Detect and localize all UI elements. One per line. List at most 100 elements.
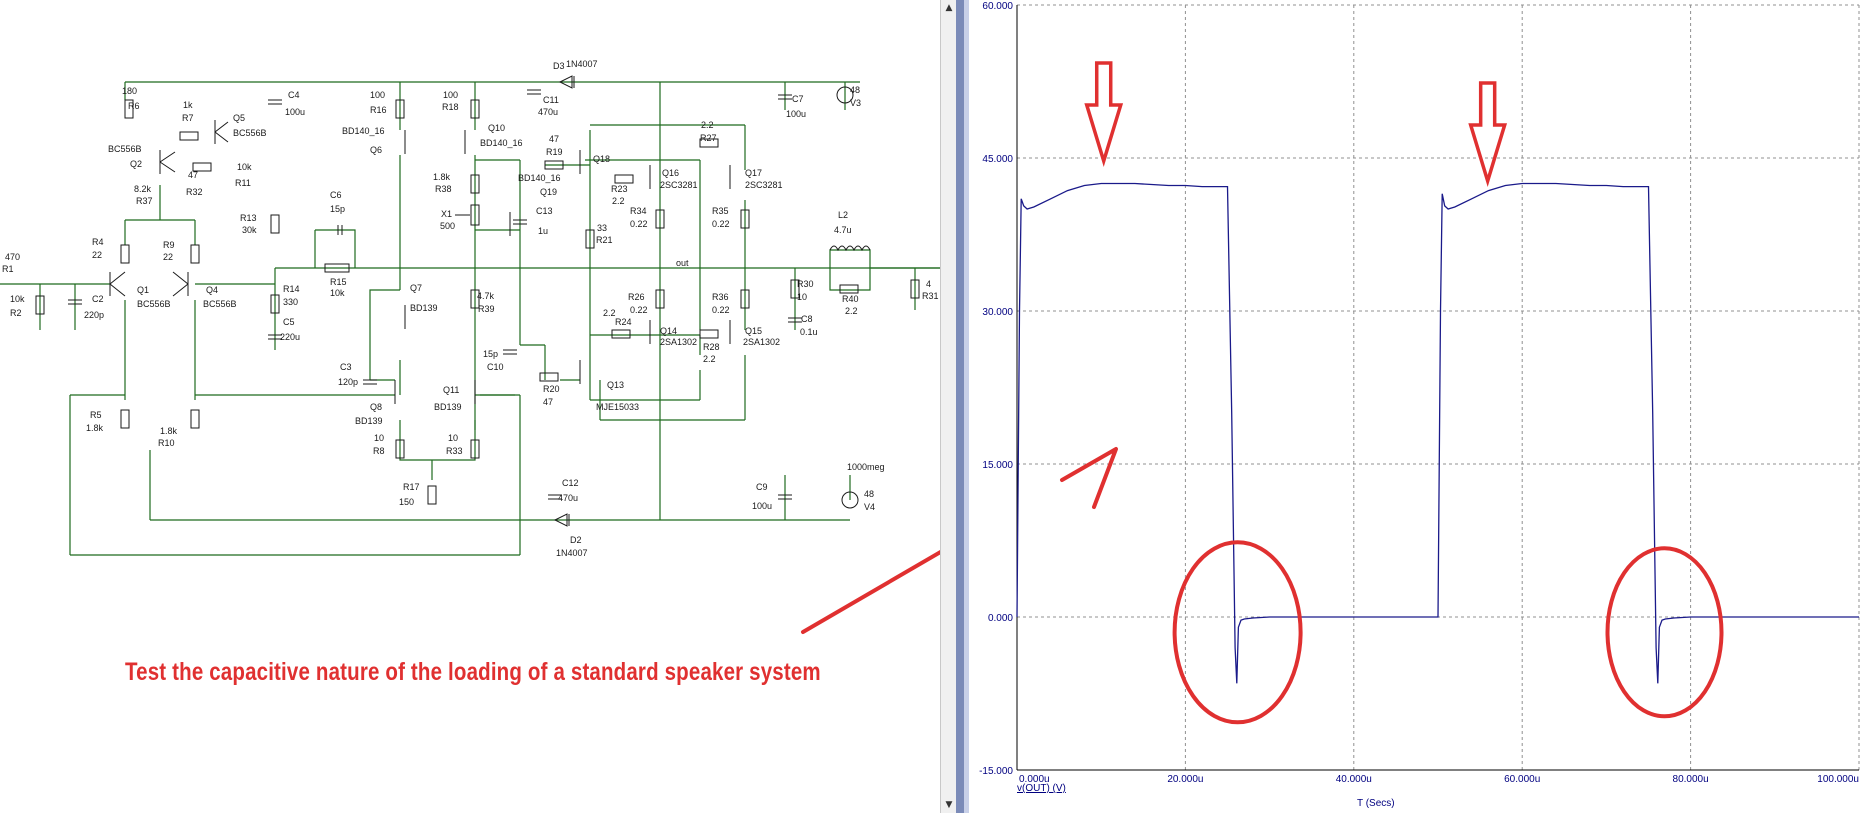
label-V4-val: 48 [864,489,874,499]
label-C3: C3 [340,362,352,372]
y-tick-label: 0.000 [988,613,1013,624]
label-R4: R4 [92,237,104,247]
label-R34: R34 [630,206,647,216]
label-Q16: Q16 [662,168,679,178]
x-tick-label: 100.000u [1817,774,1859,785]
label-out: out [676,258,689,268]
label-V4: V4 [864,502,875,512]
label-Q2-type: BC556B [108,144,142,154]
amplifier-schematic: 470 R1 10k R2 C2 220p R4 22 Q1 BC556B R9… [0,59,940,634]
label-R8-val: 10 [374,433,384,443]
label-Q8-type: BD139 [355,416,383,426]
label-R36: R36 [712,292,729,302]
label-R14: R14 [283,284,300,294]
annotation-arrow [801,550,940,634]
label-R6-val: 180 [122,86,137,96]
trace-label[interactable]: v(OUT) (V) [1017,783,1066,794]
label-R26-val: 0.22 [630,305,648,315]
plot-grid [1017,4,1860,770]
label-R2: R2 [10,308,22,318]
label-R24-val: 2.2 [603,308,616,318]
label-C5-val: 220u [280,332,300,342]
label-C12-val: 470u [558,493,578,503]
label-V4-src: 1000meg [847,462,885,472]
label-R37-val: 8.2k [134,184,152,194]
label-C6-val: 15p [330,204,345,214]
label-R28: R28 [703,342,720,352]
label-R2-val: 10k [10,294,25,304]
label-Q7: Q7 [410,283,422,293]
label-L2-val: 4.7u [834,225,852,235]
highlight-circle-2 [1605,546,1724,719]
label-R24: R24 [615,317,632,327]
label-C4: C4 [288,90,300,100]
label-R10-val: 1.8k [160,426,178,436]
label-C7: C7 [792,94,804,104]
label-Q6: Q6 [370,145,382,155]
label-Q18: Q18 [593,154,610,164]
label-Q11: Q11 [443,385,459,395]
label-R30-val: 10 [797,292,807,302]
label-R20-val: 47 [543,397,553,407]
label-R5-val: 1.8k [86,423,104,433]
plot-axes [1016,5,1859,771]
label-R15: R15 [330,277,347,287]
label-C6: C6 [330,190,342,200]
label-Q1-type: BC556B [137,299,171,309]
x-tick-label: 40.000u [1336,774,1372,785]
label-R20: R20 [543,384,560,394]
label-D3-type: 1N4007 [566,59,598,69]
label-R10: R10 [158,438,175,448]
label-R21-val: 33 [597,223,607,233]
label-R1-name: R1 [2,264,14,274]
label-R35: R35 [712,206,729,216]
plot-annotations [1060,61,1724,725]
label-C7-val: 100u [786,109,806,119]
label-R27: R27 [700,133,717,143]
label-C2-val: 220p [84,310,104,320]
label-Q15-type: 2SA1302 [743,337,780,347]
label-R4-val: 22 [92,250,102,260]
label-Q10-type: BD140_16 [480,138,523,148]
label-R32: R32 [186,187,203,197]
label-R9: R9 [163,240,175,250]
label-C9-val: 100u [752,501,772,511]
label-C4-val: 100u [285,107,305,117]
scroll-up-arrow-icon[interactable]: ▲ [945,3,953,13]
y-tick-label: 15.000 [982,460,1013,471]
label-Q17: Q17 [745,168,762,178]
arrowhead-icon [1060,447,1118,509]
pane-divider[interactable] [956,0,964,813]
label-R40-val: 2.2 [845,306,858,316]
label-C11: C11 [543,95,559,105]
label-Q5-type: BC556B [233,128,267,138]
label-X1-val: 500 [440,221,455,231]
label-Q14-type: 2SA1302 [660,337,697,347]
label-Q17-type: 2SC3281 [745,180,783,190]
label-C8: C8 [801,314,813,324]
label-R1: 470 [5,252,20,262]
label-Q7-type: BD139 [410,303,438,313]
label-R17: R17 [403,482,420,492]
y-tick-label: -15.000 [979,766,1013,777]
label-R14-val: 330 [283,297,298,307]
x-tick-label: 0.000u [1019,774,1050,785]
down-arrow-icon [1468,81,1508,188]
label-C13: C13 [536,206,553,216]
label-Q6-type: BD140_16 [342,126,385,136]
label-R19-val: 47 [549,134,559,144]
schematic-wires [0,81,940,556]
label-R26: R26 [628,292,645,302]
label-R34-val: 0.22 [630,219,648,229]
y-tick-label: 60.000 [982,1,1013,12]
label-C3-val: 120p [338,377,358,387]
label-R30: R30 [797,279,814,289]
label-R8: R8 [373,446,385,456]
x-tick-label: 80.000u [1673,774,1709,785]
pane-divider-highlight [964,0,969,813]
label-R40: R40 [842,294,859,304]
label-R27-val: 2.2 [701,120,714,130]
scroll-down-arrow-icon[interactable]: ▼ [945,800,953,810]
label-R18: R18 [442,102,459,112]
